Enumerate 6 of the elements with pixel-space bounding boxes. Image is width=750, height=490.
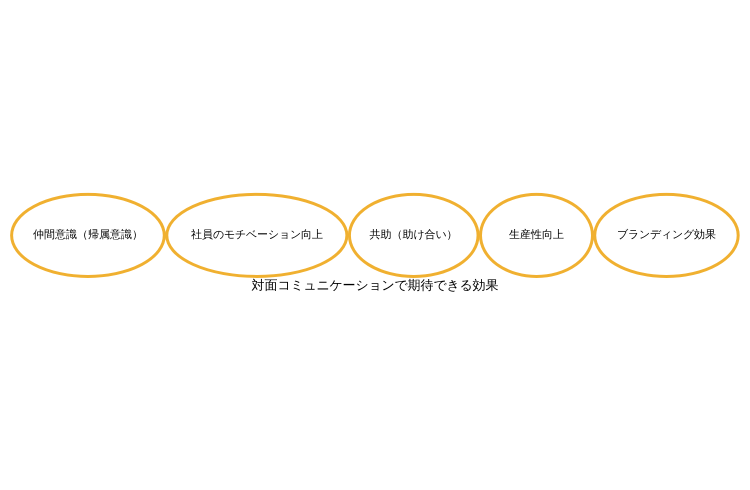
node-ellipse: 社員のモチベーション向上: [165, 192, 348, 278]
node-ellipse: ブランディング効果: [593, 192, 740, 278]
node-ellipse: 仲間意識（帰属意識）: [10, 192, 166, 278]
caption: 対面コミュニケーションで期待できる効果: [252, 278, 498, 294]
node-ellipse: 共助（助け合い）: [348, 192, 480, 278]
node-ellipse: 生産性向上: [479, 192, 594, 278]
